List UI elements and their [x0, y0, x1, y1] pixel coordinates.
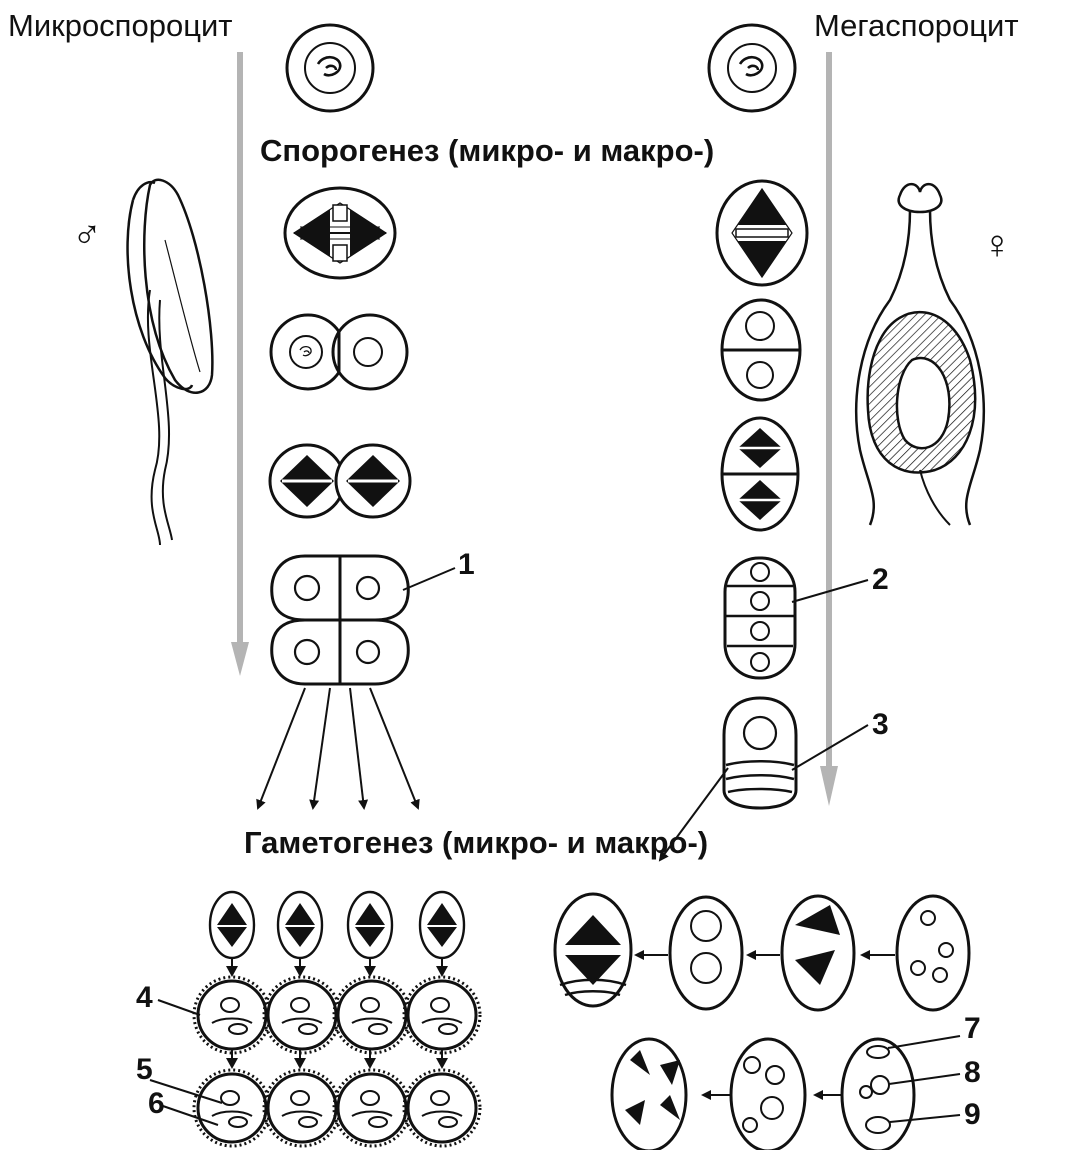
microsporocyte-cell [287, 25, 373, 111]
mega-tetrad [725, 558, 795, 678]
micro-metaphase-i [285, 188, 395, 278]
number-label-5: 5 [136, 1053, 153, 1087]
megasporocyte-label: Мегаспороцит [814, 8, 1019, 44]
number-label-9: 9 [964, 1098, 981, 1132]
number-label-4: 4 [136, 981, 153, 1015]
micro-metaphase-ii [270, 445, 410, 517]
mega-metaphase-ii [722, 418, 798, 530]
male-symbol: ♂ [72, 213, 102, 258]
mega-gametogenesis-group [555, 894, 969, 1150]
number-label-2: 2 [872, 563, 889, 597]
pistil-illustration [856, 184, 984, 525]
tetrad-to-pollen-arrows [258, 688, 418, 808]
number-label-8: 8 [964, 1056, 981, 1090]
megasporocyte-cell [709, 25, 795, 111]
female-symbol: ♀ [982, 223, 1012, 268]
micro-tetrad [272, 556, 408, 684]
microsporocyte-label: Микроспороцит [8, 8, 232, 44]
number-label-3: 3 [872, 708, 889, 742]
micro-gametogenesis-group [194, 892, 480, 1146]
mega-metaphase-i [717, 181, 807, 285]
micro-timeline-arrow [231, 52, 249, 676]
anther-illustration [128, 180, 213, 545]
functional-megaspore [724, 698, 796, 808]
gametogenesis-heading: Гаметогенез (микро- и макро-) [244, 825, 708, 861]
number-label-7: 7 [964, 1012, 981, 1046]
number-label-1: 1 [458, 548, 475, 582]
mega-timeline-arrow [820, 52, 838, 806]
micro-dyad [271, 315, 407, 389]
mega-dyad [722, 300, 800, 400]
sporogenesis-heading: Спорогенез (микро- и макро-) [260, 133, 714, 169]
number-label-6: 6 [148, 1087, 165, 1121]
